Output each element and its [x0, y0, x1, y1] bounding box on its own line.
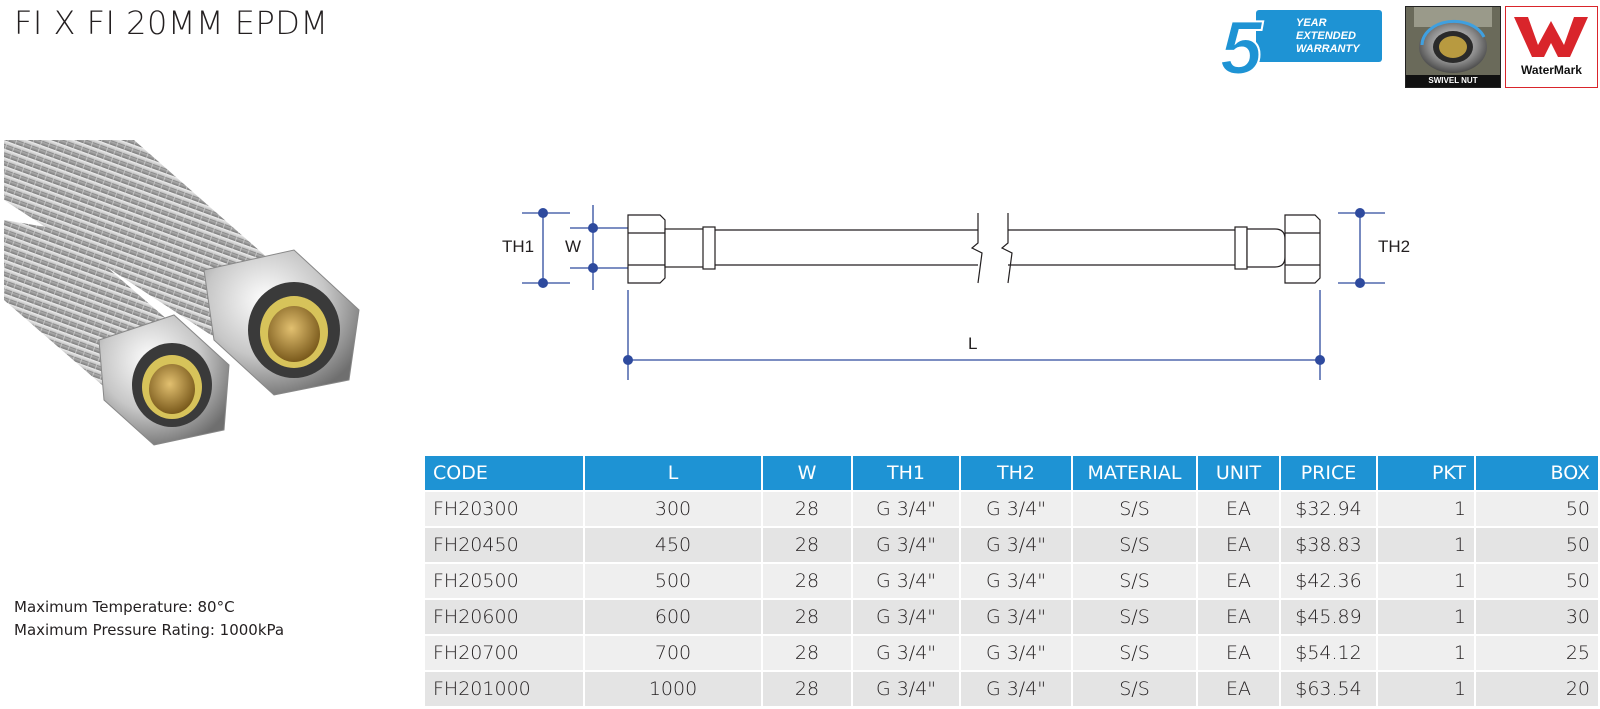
col-header-pkt: PKT: [1378, 456, 1476, 490]
cell-pkt: 1: [1378, 562, 1476, 598]
cell-unit: EA: [1198, 562, 1281, 598]
cell-w: 28: [763, 490, 853, 526]
cell-code: FH20300: [425, 490, 585, 526]
cell-price: $45.89: [1281, 598, 1378, 634]
product-photo: [4, 140, 360, 446]
cell-l: 600: [585, 598, 763, 634]
cell-price: $32.94: [1281, 490, 1378, 526]
cell-price: $63.54: [1281, 670, 1378, 706]
price-table: CODE L W TH1 TH2 MATERIAL UNIT PRICE PKT…: [425, 456, 1600, 706]
cell-material: S/S: [1073, 598, 1198, 634]
cell-pkt: 1: [1378, 670, 1476, 706]
cell-box: 50: [1476, 562, 1600, 598]
cell-box: 50: [1476, 526, 1600, 562]
cell-pkt: 1: [1378, 490, 1476, 526]
cell-w: 28: [763, 598, 853, 634]
cell-price: $38.83: [1281, 526, 1378, 562]
cell-th1: G 3/4": [853, 526, 961, 562]
cell-th2: G 3/4": [961, 562, 1073, 598]
cell-code: FH20700: [425, 634, 585, 670]
cell-box: 25: [1476, 634, 1600, 670]
table-row: FH20700 700 28 G 3/4" G 3/4" S/S EA $54.…: [425, 634, 1600, 670]
cell-th1: G 3/4": [853, 670, 961, 706]
cell-w: 28: [763, 670, 853, 706]
cell-th1: G 3/4": [853, 598, 961, 634]
th2-label: TH2: [1378, 237, 1410, 256]
cell-l: 700: [585, 634, 763, 670]
cell-material: S/S: [1073, 526, 1198, 562]
max-pressure: Maximum Pressure Rating: 1000kPa: [14, 621, 285, 639]
cell-code: FH20500: [425, 562, 585, 598]
warranty-number: 5: [1220, 8, 1264, 80]
table-row: FH20300 300 28 G 3/4" G 3/4" S/S EA $32.…: [425, 490, 1600, 526]
w-label: W: [565, 237, 581, 256]
cell-price: $42.36: [1281, 562, 1378, 598]
table-row: FH20450 450 28 G 3/4" G 3/4" S/S EA $38.…: [425, 526, 1600, 562]
swivel-nut-label: SWIVEL NUT: [1406, 75, 1500, 87]
warranty-line3: WARRANTY: [1296, 43, 1361, 55]
cell-w: 28: [763, 562, 853, 598]
cell-unit: EA: [1198, 634, 1281, 670]
cell-l: 300: [585, 490, 763, 526]
warranty-badge: 5 YEAR EXTENDED WARRANTY: [1219, 8, 1382, 80]
cell-w: 28: [763, 634, 853, 670]
col-header-box: BOX: [1476, 456, 1600, 490]
th1-label: TH1: [502, 237, 534, 256]
cell-th2: G 3/4": [961, 598, 1073, 634]
l-label: L: [968, 334, 977, 353]
watermark-logo-icon: [1514, 17, 1588, 57]
warranty-line2: EXTENDED: [1296, 30, 1356, 42]
col-header-code: CODE: [425, 456, 585, 490]
dimension-diagram: TH1 W TH2 L: [502, 205, 1410, 380]
cell-th1: G 3/4": [853, 562, 961, 598]
cell-material: S/S: [1073, 490, 1198, 526]
cell-box: 30: [1476, 598, 1600, 634]
table-row: FH20600 600 28 G 3/4" G 3/4" S/S EA $45.…: [425, 598, 1600, 634]
cell-l: 450: [585, 526, 763, 562]
cell-th1: G 3/4": [853, 634, 961, 670]
col-header-price: PRICE: [1281, 456, 1378, 490]
max-temperature: Maximum Temperature: 80°C: [14, 598, 235, 616]
cell-code: FH20600: [425, 598, 585, 634]
cell-code: FH201000: [425, 670, 585, 706]
cell-code: FH20450: [425, 526, 585, 562]
warranty-line1: YEAR: [1296, 17, 1327, 29]
cell-box: 50: [1476, 490, 1600, 526]
col-header-th2: TH2: [961, 456, 1073, 490]
table-row: FH201000 1000 28 G 3/4" G 3/4" S/S EA $6…: [425, 670, 1600, 706]
watermark-badge: WaterMark: [1505, 6, 1598, 88]
page-title: FI X FI 20MM EPDM: [14, 4, 329, 42]
cell-unit: EA: [1198, 670, 1281, 706]
cell-price: $54.12: [1281, 634, 1378, 670]
cell-th1: G 3/4": [853, 490, 961, 526]
cell-box: 20: [1476, 670, 1600, 706]
cell-unit: EA: [1198, 526, 1281, 562]
cell-th2: G 3/4": [961, 634, 1073, 670]
cell-th2: G 3/4": [961, 526, 1073, 562]
table-header-row: CODE L W TH1 TH2 MATERIAL UNIT PRICE PKT…: [425, 456, 1600, 490]
cell-material: S/S: [1073, 670, 1198, 706]
col-header-material: MATERIAL: [1073, 456, 1198, 490]
col-header-th1: TH1: [853, 456, 961, 490]
col-header-l: L: [585, 456, 763, 490]
swivel-nut-badge: SWIVEL NUT: [1405, 6, 1501, 88]
swivel-nut-icon: [1406, 7, 1500, 75]
cell-unit: EA: [1198, 598, 1281, 634]
watermark-label: WaterMark: [1521, 63, 1582, 77]
cell-material: S/S: [1073, 634, 1198, 670]
table-row: FH20500 500 28 G 3/4" G 3/4" S/S EA $42.…: [425, 562, 1600, 598]
spec-notes: Maximum Temperature: 80°C Maximum Pressu…: [14, 596, 284, 642]
cell-pkt: 1: [1378, 634, 1476, 670]
cell-unit: EA: [1198, 490, 1281, 526]
cell-pkt: 1: [1378, 598, 1476, 634]
cell-material: S/S: [1073, 562, 1198, 598]
cell-l: 1000: [585, 670, 763, 706]
cell-th2: G 3/4": [961, 490, 1073, 526]
col-header-unit: UNIT: [1198, 456, 1281, 490]
cell-w: 28: [763, 526, 853, 562]
col-header-w: W: [763, 456, 853, 490]
cell-pkt: 1: [1378, 526, 1476, 562]
cell-th2: G 3/4": [961, 670, 1073, 706]
cell-l: 500: [585, 562, 763, 598]
